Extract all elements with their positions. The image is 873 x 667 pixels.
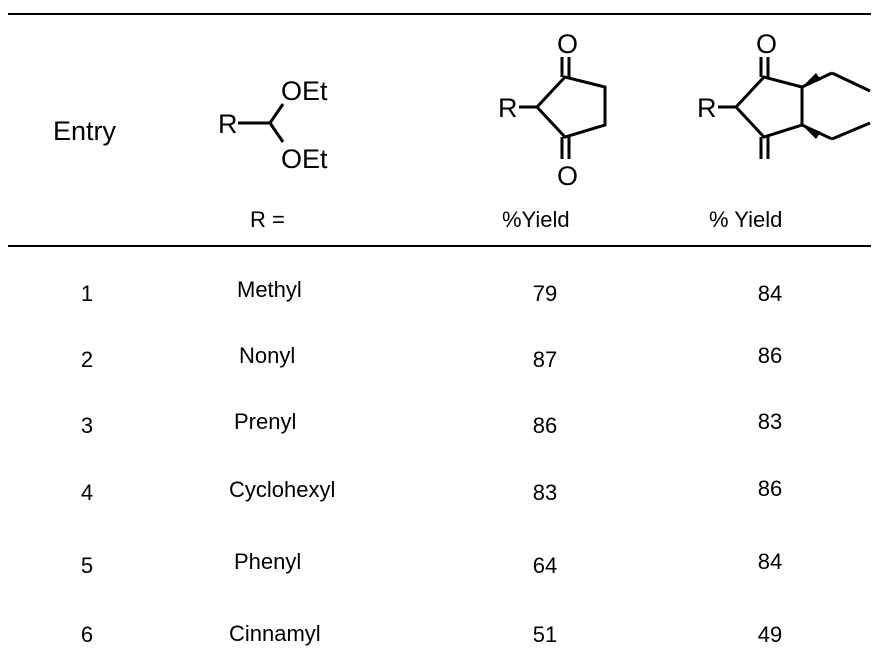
reactant-oet-top: OEt <box>281 76 328 106</box>
product2-o-top: O <box>756 29 777 59</box>
cell-entry: 3 <box>80 413 94 438</box>
cell-yield-2: 86 <box>757 476 783 501</box>
cell-yield-2: 84 <box>757 281 783 306</box>
table-top-rule <box>8 13 871 15</box>
cell-r-group: Methyl <box>237 277 302 302</box>
cell-yield-1: 87 <box>532 347 558 372</box>
cell-yield-1: 83 <box>532 480 558 505</box>
reactant-bond-c-o-bottom <box>268 122 285 143</box>
product2-six-ring-bond-2 <box>831 71 871 93</box>
cell-r-group: Prenyl <box>234 409 297 434</box>
cell-entry: 6 <box>80 622 94 647</box>
cell-yield-2: 49 <box>757 622 783 647</box>
cell-yield-2: 83 <box>757 409 783 434</box>
product-bicyclic-dione-structure: O R <box>697 29 871 159</box>
product2-five-ring <box>733 75 804 139</box>
reactant-bond-c-o-top <box>268 103 285 124</box>
cell-yield-1: 51 <box>532 622 558 647</box>
cell-r-group: Cyclohexyl <box>229 477 336 502</box>
product1-o-top: O <box>557 29 578 59</box>
cell-entry: 1 <box>80 281 94 306</box>
cell-yield-2: 84 <box>757 549 783 574</box>
cell-r-group: Phenyl <box>234 549 302 574</box>
header-r-equals: R = <box>250 207 285 232</box>
reactant-oet-bottom: OEt <box>281 144 328 174</box>
header-yield-2: % Yield <box>709 207 783 232</box>
cell-yield-1: 64 <box>532 553 558 578</box>
reactant-r-atom: R <box>218 109 238 139</box>
product2-wedge-top <box>802 73 821 87</box>
product2-six-ring-bond-4 <box>831 121 871 141</box>
cell-r-group: Cinnamyl <box>229 621 321 646</box>
cell-entry: 4 <box>80 480 94 505</box>
product1-r-atom: R <box>498 93 518 123</box>
product2-wedge-bottom <box>802 125 821 139</box>
product2-r-atom: R <box>697 93 717 123</box>
product1-ring <box>534 75 607 139</box>
cell-entry: 5 <box>80 553 94 578</box>
cell-yield-1: 86 <box>532 413 558 438</box>
cell-yield-1: 79 <box>532 281 558 306</box>
cell-entry: 2 <box>80 347 94 372</box>
cell-r-group: Nonyl <box>239 343 296 368</box>
product1-o-bottom: O <box>557 161 578 191</box>
reactant-acetal-structure: R OEt OEt <box>218 76 328 174</box>
table-header-rule <box>8 245 871 247</box>
header-yield-1: %Yield <box>502 207 570 232</box>
product-cyclopentanedione-structure: O R O <box>498 29 607 191</box>
cell-yield-2: 86 <box>757 343 783 368</box>
header-entry: Entry <box>53 116 117 146</box>
